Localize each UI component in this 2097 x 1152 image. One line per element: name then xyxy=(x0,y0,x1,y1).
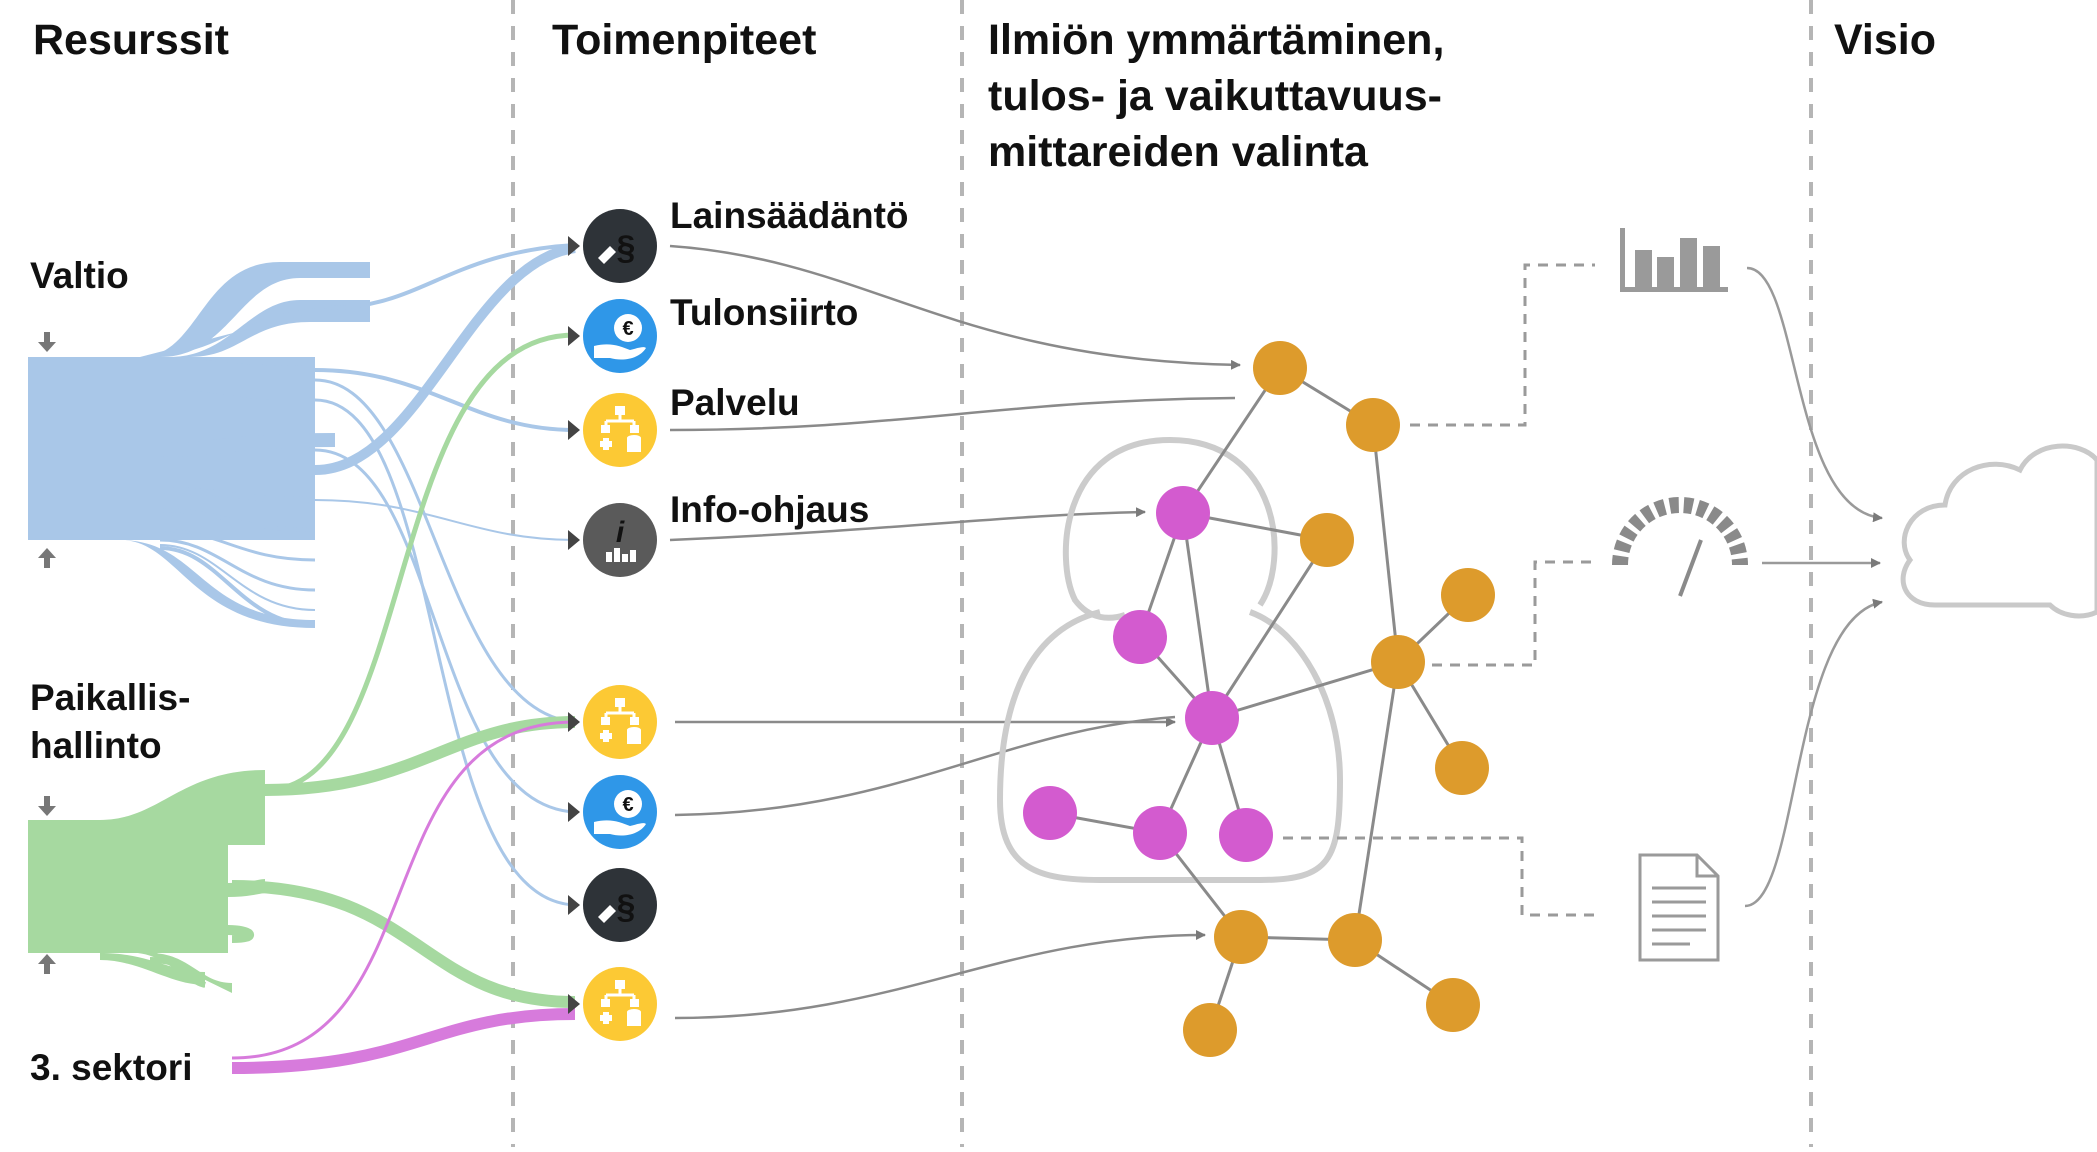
service-icon xyxy=(583,685,657,759)
svg-text:€: € xyxy=(622,318,633,340)
network-edge xyxy=(1181,512,1214,719)
network-node-orange xyxy=(1346,398,1400,452)
network-node-magenta xyxy=(1113,610,1167,664)
service-icon xyxy=(583,967,657,1041)
gauge-icon xyxy=(1612,497,1748,597)
svg-text:§: § xyxy=(617,888,636,926)
network-node-orange xyxy=(1183,1003,1237,1057)
third-sector-flows xyxy=(231,720,576,1074)
action-icons: § € i € § xyxy=(583,209,657,1041)
income-transfer-icon: € xyxy=(583,299,657,373)
header-understanding-line-3: mittareiden valinta xyxy=(988,128,1369,176)
network-node-magenta xyxy=(1185,691,1239,745)
action-label-service: Palvelu xyxy=(670,382,800,423)
header-actions: Toimenpiteet xyxy=(552,16,816,64)
network-edge xyxy=(1353,661,1400,941)
header-resources: Resurssit xyxy=(33,16,229,64)
column-dividers xyxy=(511,0,1813,1147)
network-edge xyxy=(1181,367,1282,514)
action-label-info-guidance: Info-ohjaus xyxy=(670,489,869,530)
action-label-income-transfer: Tulonsiirto xyxy=(670,292,858,333)
network-node-orange xyxy=(1214,910,1268,964)
network-edge xyxy=(1371,424,1400,663)
network-node-orange xyxy=(1328,913,1382,967)
down-arrow-icon xyxy=(38,796,56,816)
cloud-icon xyxy=(1900,443,2097,619)
network-node-orange xyxy=(1300,513,1354,567)
network-node-orange xyxy=(1441,568,1495,622)
network-node-magenta xyxy=(1156,486,1210,540)
network-node-magenta xyxy=(1133,806,1187,860)
action-entry-arrows xyxy=(568,236,580,1014)
network-node-magenta xyxy=(1219,808,1273,862)
down-arrow-icon xyxy=(38,332,56,352)
document-icon xyxy=(1638,853,1720,962)
network-nodes xyxy=(1023,341,1495,1057)
source-label-third-sector: 3. sektori xyxy=(30,1047,192,1088)
svg-text:§: § xyxy=(617,229,636,267)
info-guidance-icon: i xyxy=(583,503,657,577)
network-node-orange xyxy=(1426,978,1480,1032)
svg-text:€: € xyxy=(622,794,633,816)
metric-to-vision-arrows xyxy=(1744,266,1883,908)
header-understanding-line-2: tulos- ja vaikuttavuus- xyxy=(988,72,1442,120)
network-edge xyxy=(1211,660,1399,720)
header-vision: Visio xyxy=(1834,16,1936,64)
network-node-orange xyxy=(1371,635,1425,689)
source-label-local-gov-line-1: Paikallis- xyxy=(30,677,190,718)
action-label-legislation: Lainsäädäntö xyxy=(670,195,909,236)
legislation-icon: § xyxy=(583,209,657,283)
state-branches xyxy=(159,422,336,627)
source-label-state: Valtio xyxy=(30,255,129,296)
action-to-network-arrows xyxy=(669,244,1241,1020)
local-gov-to-action-flows xyxy=(231,332,576,1008)
network-node-magenta xyxy=(1023,786,1077,840)
up-arrow-icon xyxy=(38,548,56,568)
local-gov-flow xyxy=(28,770,265,993)
svg-text:i: i xyxy=(616,516,625,549)
network-edge xyxy=(1210,539,1329,719)
person-silhouette xyxy=(996,437,1344,883)
income-transfer-icon: € xyxy=(583,775,657,849)
up-arrow-icon xyxy=(38,954,56,974)
network-node-orange xyxy=(1253,341,1307,395)
source-arrow-icons xyxy=(38,332,56,974)
state-to-action-flows xyxy=(314,243,576,907)
source-label-local-gov-line-2: hallinto xyxy=(30,725,162,766)
legislation-icon: § xyxy=(583,868,657,942)
bar-chart-icon xyxy=(1620,228,1728,292)
header-understanding-line-1: Ilmiön ymmärtäminen, xyxy=(988,16,1444,64)
network-to-metric-connectors xyxy=(1283,263,1598,917)
service-icon xyxy=(583,393,657,467)
network-node-orange xyxy=(1435,741,1489,795)
